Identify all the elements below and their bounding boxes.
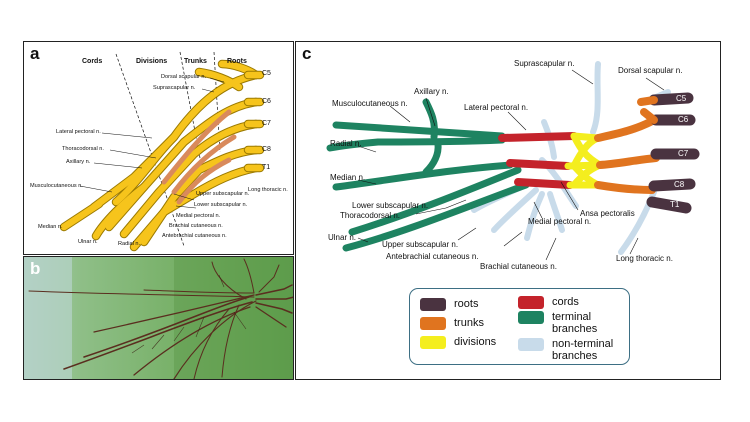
legend-swatch-roots bbox=[420, 298, 446, 311]
label-c-thoracodorsal: Thoracodorsal n. bbox=[340, 211, 401, 220]
root-label-c6: C6 bbox=[262, 98, 271, 105]
label-lateral-pectoral: Lateral pectoral n. bbox=[56, 129, 101, 135]
label-upper-subscapular: Upper subscapular n. bbox=[196, 191, 250, 197]
legend-swatch-trunks bbox=[420, 317, 446, 330]
legend-item-divisions: divisions bbox=[420, 336, 496, 349]
label-c-suprascapular: Suprascapular n. bbox=[514, 59, 575, 68]
root-label-c7: C7 bbox=[262, 120, 271, 127]
label-c-medial-pectoral: Medial pectoral n. bbox=[528, 217, 592, 226]
label-c-axillary: Axillary n. bbox=[414, 87, 449, 96]
legend-swatch-cords bbox=[518, 296, 544, 309]
panel-a-label: a bbox=[30, 44, 40, 63]
label-c-radial: Radial n. bbox=[330, 139, 362, 148]
model-root-c5: C5 bbox=[676, 94, 687, 103]
label-long-thoracic: Long thoracic n. bbox=[248, 187, 288, 193]
panel-b-label: b bbox=[30, 259, 41, 278]
legend-label-non-terminal-branches: non-terminal branches bbox=[552, 338, 614, 362]
panel-b-dissection-photo: b bbox=[23, 256, 294, 380]
legend-item-trunks: trunks bbox=[420, 317, 484, 330]
label-brachial-cutaneous: Brachial cutaneous n. bbox=[169, 223, 223, 229]
root-label-c8: C8 bbox=[262, 146, 271, 153]
root-label-c5: C5 bbox=[262, 70, 271, 77]
label-c-lower-subscapular: Lower subscapular n. bbox=[352, 201, 429, 210]
header-cords: Cords bbox=[82, 58, 103, 65]
color-legend: roots trunks divisions cords terminal br… bbox=[409, 288, 630, 365]
panel-a-plexus-schematic: a Cords Divisions Trunks Roots C5 C6 C7 … bbox=[23, 41, 294, 255]
model-root-c8: C8 bbox=[674, 180, 685, 189]
label-c-ansa-pectoralis: Ansa pectoralis bbox=[580, 209, 635, 218]
legend-label-terminal-branches: terminal branches bbox=[552, 311, 598, 335]
legend-item-terminal-branches: terminal branches bbox=[518, 311, 624, 335]
legend-label-trunks: trunks bbox=[454, 317, 484, 329]
label-axillary: Axillary n. bbox=[66, 159, 91, 165]
header-trunks: Trunks bbox=[184, 58, 207, 65]
label-ulnar: Ulnar n. bbox=[78, 239, 98, 245]
model-root-c6: C6 bbox=[678, 115, 689, 124]
label-dorsal-scapular: Dorsal scapular n. bbox=[161, 74, 207, 80]
legend-swatch-non-terminal-branches bbox=[518, 338, 544, 351]
label-c-musculocutaneous: Musculocutaneous n. bbox=[332, 99, 408, 108]
label-c-lateral-pectoral: Lateral pectoral n. bbox=[464, 103, 529, 112]
legend-label-cords: cords bbox=[552, 296, 579, 308]
legend-item-roots: roots bbox=[420, 298, 478, 311]
plexus-model-drawing bbox=[326, 61, 700, 261]
model-root-t1: T1 bbox=[670, 200, 680, 209]
panel-c-label: c bbox=[302, 44, 312, 63]
legend-swatch-divisions bbox=[420, 336, 446, 349]
label-c-brachial-cutaneous: Brachial cutaneous n. bbox=[480, 262, 557, 271]
label-c-ulnar: Ulnar n. bbox=[328, 233, 357, 242]
label-medial-pectoral: Medial pectoral n. bbox=[176, 213, 221, 219]
label-suprascapular: Suprascapular n. bbox=[153, 85, 196, 91]
dissection-photo-drawing bbox=[24, 257, 293, 379]
legend-label-divisions: divisions bbox=[454, 336, 497, 348]
label-thoracodorsal: Thoracodorsal n. bbox=[62, 146, 104, 152]
legend-item-non-terminal-branches: non-terminal branches bbox=[518, 338, 630, 362]
label-c-median: Median n. bbox=[330, 173, 366, 182]
label-c-dorsal-scapular: Dorsal scapular n. bbox=[618, 66, 683, 75]
legend-item-cords: cords bbox=[518, 296, 579, 309]
panel-c-plexus-model: c C5 C6 C7 C8 T1 Suprascapular n. Dorsal… bbox=[295, 41, 721, 380]
legend-label-roots: roots bbox=[454, 298, 479, 310]
plexus-schematic-drawing bbox=[59, 51, 265, 252]
root-label-t1: T1 bbox=[262, 164, 271, 171]
label-lower-subscapular: Lower subscapular n. bbox=[194, 202, 248, 208]
header-roots: Roots bbox=[227, 58, 247, 65]
model-root-c7: C7 bbox=[678, 149, 689, 158]
header-divisions: Divisions bbox=[136, 58, 168, 65]
label-median: Median n. bbox=[38, 224, 63, 230]
label-c-upper-subscapular: Upper subscapular n. bbox=[382, 240, 459, 249]
label-radial: Radial n. bbox=[118, 241, 141, 247]
legend-swatch-terminal-branches bbox=[518, 311, 544, 324]
label-antebrachial-cutaneous: Antebrachial cutaneous n. bbox=[162, 233, 227, 239]
label-c-long-thoracic: Long thoracic n. bbox=[616, 254, 673, 263]
label-musculocutaneous: Musculocutaneous n. bbox=[30, 183, 83, 189]
label-c-antebrachial-cutaneous: Antebrachial cutaneous n. bbox=[386, 252, 479, 261]
